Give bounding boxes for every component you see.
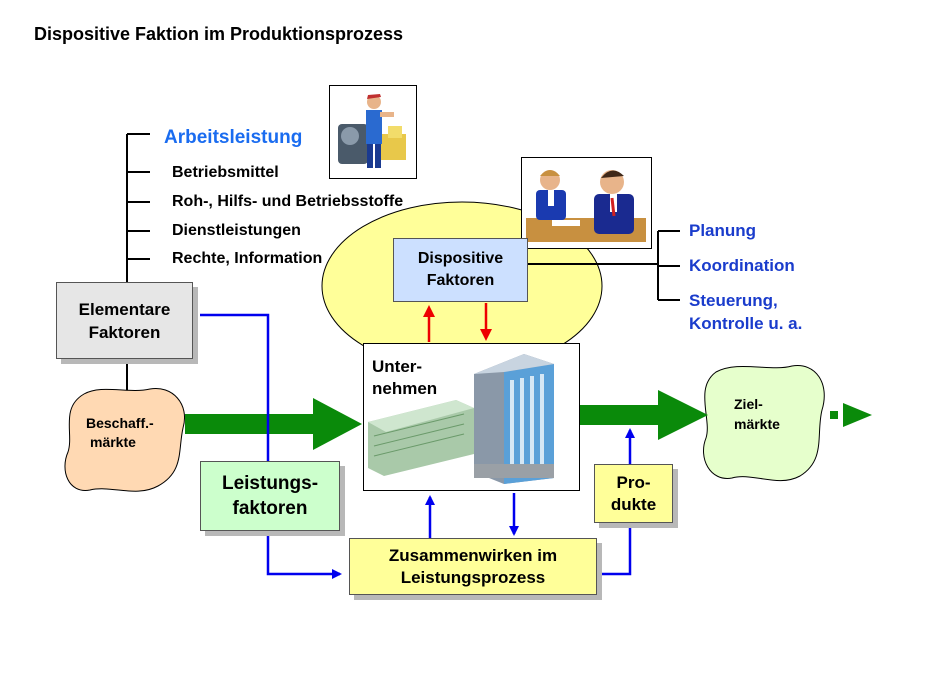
beschaffung-line2: märkte [90,434,136,450]
worker-clipart-icon [329,85,417,179]
zusammenwirken-line2: Leistungsprozess [400,567,546,587]
blue-flow-lines [200,313,635,579]
produkte-box: Pro- dukte [594,464,673,523]
item-arbeitsleistung: Arbeitsleistung [164,127,303,148]
produkte-line1: Pro- [616,472,651,492]
functions-bracket [528,230,680,301]
elementare-line1: Elementare [78,299,171,319]
zielmaerkte-blob [703,365,825,482]
elementare-line2: Faktoren [88,322,161,342]
function-koordination: Koordination [689,256,795,275]
elementare-faktoren-box: Elementare Faktoren [56,282,193,359]
ziel-line1: Ziel- [734,396,763,412]
beschaffungsmaerkte-label: Beschaff.- märkte [86,414,154,452]
leistungsfaktoren-line1: Leistungs- [221,473,319,494]
green-arrow-output [580,390,708,440]
ziel-line2: märkte [734,416,780,432]
dispositive-faktoren-box: Dispositive Faktoren [393,238,528,302]
page-title: Dispositive Faktion im Produktionsprozes… [34,24,404,44]
beschaffungsmaerkte-blob [64,387,185,492]
building-clipart-icon [368,354,554,484]
leistungsfaktoren-box: Leistungs- faktoren [200,461,340,531]
beschaffung-line1: Beschaff.- [86,415,154,431]
function-planung: Planung [689,221,757,240]
leistungsfaktoren-line2: faktoren [232,498,308,519]
zusammenwirken-box: Zusammenwirken im Leistungsprozess [349,538,597,595]
item-betriebsmittel: Betriebsmittel [172,164,279,181]
item-rhb-stoffe: Roh-, Hilfs- und Betriebsstoffe [172,193,404,210]
green-arrow-continue [830,403,872,427]
item-dienstleistungen: Dienstleistungen [172,222,301,239]
produkte-line2: dukte [610,494,657,514]
dispositive-line1: Dispositive [417,250,504,267]
dispositive-line2: Faktoren [426,272,495,289]
businessmen-clipart-icon [521,157,652,249]
item-rechte-information: Rechte, Information [172,250,323,267]
unternehmen-line2: nehmen [372,379,438,398]
green-arrow-input [185,398,362,450]
unternehmen-box: Unter- nehmen [363,343,580,491]
function-steuerung: Steuerung, [689,291,778,310]
red-arrows [423,303,492,342]
zusammenwirken-line1: Zusammenwirken im [388,545,558,565]
zielmaerkte-label: Ziel- märkte [734,394,780,434]
function-kontrolle: Kontrolle u. a. [689,314,803,333]
unternehmen-line1: Unter- [372,357,423,376]
